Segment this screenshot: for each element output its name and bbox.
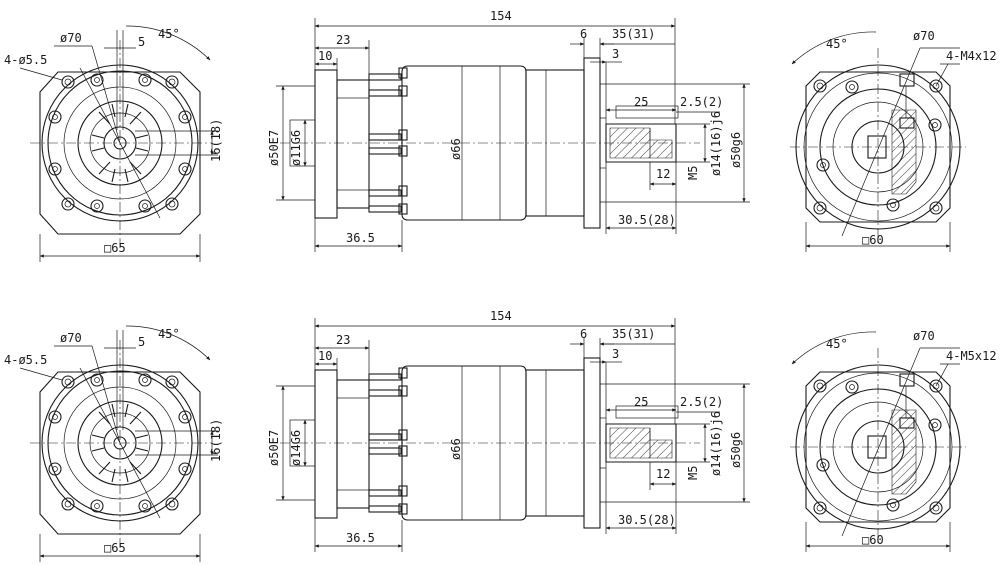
rear-angle-label: 45° bbox=[826, 37, 848, 51]
side-length-30-5-label: 30.5(28) bbox=[618, 213, 676, 227]
side-length-154-label: 154 bbox=[490, 309, 512, 323]
side-length-25-label: 25 bbox=[634, 95, 648, 109]
side-length-2-5-label: 2.5(2) bbox=[680, 95, 723, 109]
row-2-rear-view bbox=[790, 332, 966, 552]
side-length-6-label: 6 bbox=[580, 327, 587, 341]
side-length-2-5-label: 2.5(2) bbox=[680, 395, 723, 409]
front-holes-label: 4-ø5.5 bbox=[4, 353, 47, 367]
side-diameter-50g6-label: ø50g6 bbox=[729, 432, 743, 468]
rear-diameter-70-label: ø70 bbox=[913, 29, 935, 43]
side-length-36-5-label: 36.5 bbox=[346, 231, 375, 245]
side-length-12-label: 12 bbox=[656, 167, 670, 181]
front-square-label: □65 bbox=[104, 241, 126, 255]
side-length-25-label: 25 bbox=[634, 395, 648, 409]
side-diameter-50e7-label: ø50E7 bbox=[267, 130, 281, 166]
front-diameter-70-label: ø70 bbox=[60, 331, 82, 345]
side-length-3-label: 3 bbox=[612, 47, 619, 61]
front-key-label: 16(18) bbox=[209, 119, 223, 162]
side-diameter-14-label: ø14(16)j6 bbox=[709, 411, 723, 476]
side-length-30-5-label: 30.5(28) bbox=[618, 513, 676, 527]
side-length-3-label: 3 bbox=[612, 347, 619, 361]
front-gap-label: 5 bbox=[138, 35, 145, 49]
rear-square-label: □60 bbox=[862, 533, 884, 547]
front-angle-label: 45° bbox=[158, 327, 180, 341]
rear-angle-label: 45° bbox=[826, 337, 848, 351]
row-1-side-view bbox=[276, 18, 750, 252]
front-angle-label: 45° bbox=[158, 27, 180, 41]
side-diameter-66-label: ø66 bbox=[449, 438, 463, 460]
rear-holes-label: 4-M5x12 bbox=[946, 349, 997, 363]
rear-diameter-70-label: ø70 bbox=[913, 329, 935, 343]
side-diameter-66-label: ø66 bbox=[449, 138, 463, 160]
side-length-154-label: 154 bbox=[490, 9, 512, 23]
row-1-rear-view bbox=[790, 32, 966, 252]
row-1-front-view bbox=[20, 26, 218, 262]
front-gap-label: 5 bbox=[138, 335, 145, 349]
side-length-23-label: 23 bbox=[336, 333, 350, 347]
row-2-front-view bbox=[20, 326, 218, 562]
front-diameter-70-label: ø70 bbox=[60, 31, 82, 45]
side-diameter-50g6-label: ø50g6 bbox=[729, 132, 743, 168]
front-key-label: 16(18) bbox=[209, 419, 223, 462]
rear-square-label: □60 bbox=[862, 233, 884, 247]
side-diameter-input-label: ø14G6 bbox=[289, 430, 303, 466]
front-holes-label: 4-ø5.5 bbox=[4, 53, 47, 67]
row-2-side-view bbox=[276, 318, 750, 552]
row-2-drawing: ø70 45° 4-ø5.5 5 16(18) □65 154 23 10 6 … bbox=[4, 309, 997, 562]
side-length-23-label: 23 bbox=[336, 33, 350, 47]
side-thread-m5-label: M5 bbox=[686, 466, 700, 480]
side-diameter-50e7-label: ø50E7 bbox=[267, 430, 281, 466]
side-length-35-label: 35(31) bbox=[612, 27, 655, 41]
side-thread-m5-label: M5 bbox=[686, 166, 700, 180]
side-length-36-5-label: 36.5 bbox=[346, 531, 375, 545]
rear-holes-label: 4-M4x12 bbox=[946, 49, 997, 63]
row-1-drawing: ø70 45° 4-ø5.5 5 16(18) □65 154 23 10 6 … bbox=[4, 9, 997, 262]
side-length-6-label: 6 bbox=[580, 27, 587, 41]
side-length-10-label: 10 bbox=[318, 349, 332, 363]
side-length-12-label: 12 bbox=[656, 467, 670, 481]
front-square-label: □65 bbox=[104, 541, 126, 555]
side-diameter-input-label: ø11G6 bbox=[289, 130, 303, 166]
side-length-35-label: 35(31) bbox=[612, 327, 655, 341]
side-length-10-label: 10 bbox=[318, 49, 332, 63]
side-diameter-14-label: ø14(16)j6 bbox=[709, 111, 723, 176]
